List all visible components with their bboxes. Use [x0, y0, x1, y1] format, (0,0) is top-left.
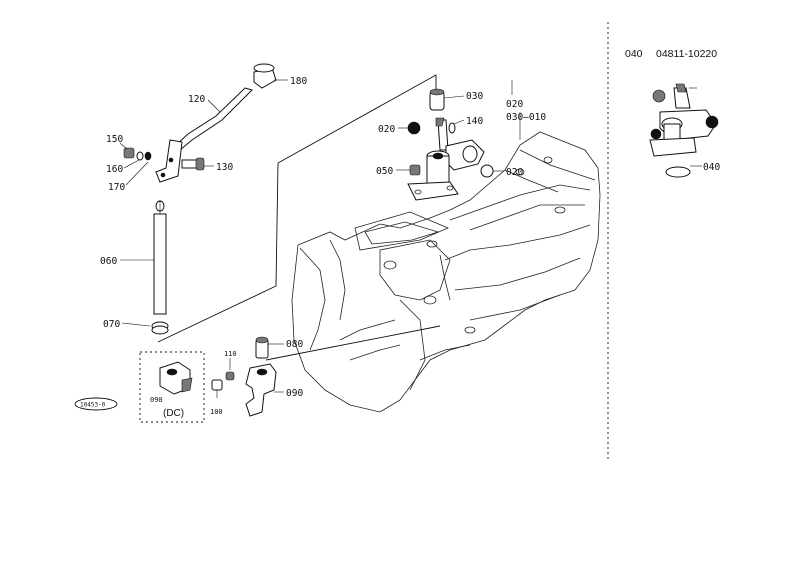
lever-bolt [181, 157, 205, 171]
callout-020-left: 020 [378, 124, 395, 135]
nut [123, 147, 135, 159]
callout-080: 080 [286, 339, 303, 350]
callout-020-right: 020 [506, 167, 523, 178]
stamp-text: 10453-0 [80, 402, 106, 409]
washer-160 [136, 151, 144, 161]
plug-top [429, 88, 445, 111]
callout-130: 130 [216, 162, 233, 173]
part-number: 04811-10220 [656, 48, 717, 60]
shift-knob [253, 63, 277, 89]
drawing-stamp [74, 397, 118, 411]
ring-left [407, 121, 421, 135]
dc-label: (DC) [163, 408, 184, 419]
shift-lever [155, 87, 253, 183]
dc-bracket [159, 361, 193, 395]
phantom-line-pin [265, 325, 441, 361]
callout-050: 050 [376, 166, 393, 177]
shift-rod [153, 200, 167, 315]
pin [255, 336, 269, 359]
callout-160: 160 [106, 164, 123, 175]
callout-110: 110 [224, 350, 237, 358]
callout-070: 070 [103, 319, 120, 330]
inset-assembly-drawing [649, 83, 719, 178]
base-bolt [409, 164, 421, 176]
shifter-housing [407, 117, 485, 201]
callout-020-stack: 020 [506, 99, 523, 110]
small-bolt [225, 371, 235, 381]
transmission-housing [291, 131, 601, 413]
callout-040-inset: 040 [703, 162, 720, 173]
callout-180: 180 [290, 76, 307, 87]
dc-variant-box [139, 351, 205, 423]
lower-bolt [211, 379, 223, 398]
washer-170 [144, 151, 152, 161]
washer-140 [448, 122, 456, 134]
phantom-line-left [157, 162, 279, 343]
phantom-line-upper [277, 74, 437, 164]
rod-boot [151, 321, 169, 335]
callout-090-dc: 090 [150, 396, 163, 404]
callout-090: 090 [286, 388, 303, 399]
callout-120: 120 [188, 94, 205, 105]
ring-right [480, 164, 494, 178]
callout-140: 140 [466, 116, 483, 127]
callout-030: 030 [466, 91, 483, 102]
callout-060: 060 [100, 256, 117, 267]
bracket [245, 363, 277, 417]
stack-leader [511, 80, 521, 140]
callout-170: 170 [108, 182, 125, 193]
callout-030-010: 030–010 [506, 112, 546, 123]
inset-ref-code: 040 [625, 48, 643, 60]
callout-150: 150 [106, 134, 123, 145]
callout-100: 100 [210, 408, 223, 416]
